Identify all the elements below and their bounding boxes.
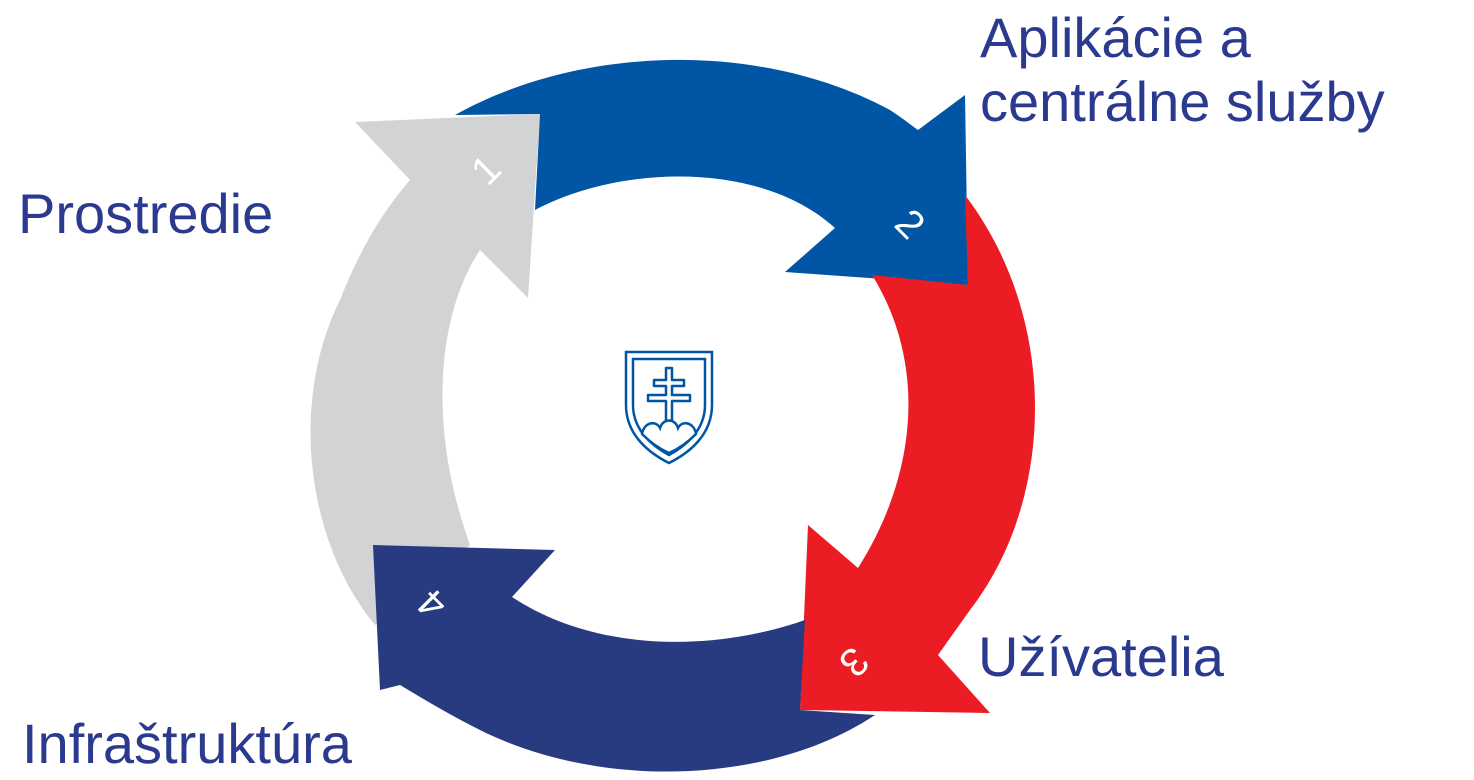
arrow-2-shape [455, 59, 968, 286]
step-label-2: Aplikácie a centrálne služby [980, 6, 1385, 134]
arrow-4-shape [373, 545, 875, 772]
arrow-3-shape [800, 195, 1035, 713]
step-label-3: Užívatelia [978, 625, 1224, 688]
arrow-3 [800, 195, 1035, 713]
step-label-2-line-2: centrálne služby [980, 70, 1385, 133]
arrow-1-shape [310, 114, 540, 625]
arrow-1 [310, 114, 540, 625]
step-label-1: Prostredie [18, 182, 274, 245]
arrow-4 [373, 545, 875, 772]
arrow-2 [455, 59, 968, 286]
step-label-2-line-1: Aplikácie a [980, 6, 1251, 69]
step-label-4: Infraštruktúra [22, 712, 352, 775]
slovak-coat-of-arms-icon [624, 350, 714, 465]
